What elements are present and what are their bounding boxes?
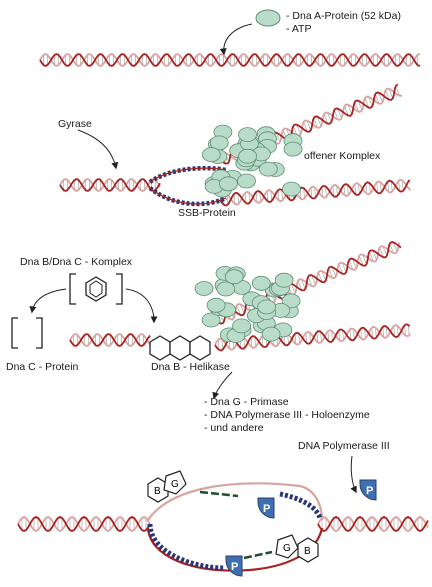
arrow-dnaa-to-dna bbox=[219, 23, 253, 56]
helicase-complex-proteins bbox=[194, 265, 301, 343]
list-item-primase: - Dna G - Primase bbox=[204, 396, 289, 408]
ssb-protein-label: SSB-Protein bbox=[178, 207, 236, 219]
arrow-to-dnac bbox=[29, 288, 67, 314]
svg-text:G: G bbox=[171, 479, 179, 490]
dnac-protein-label: Dna C - Protein bbox=[6, 361, 79, 373]
dna-helix-step4-right bbox=[317, 516, 429, 532]
dna-helix-step1 bbox=[39, 53, 421, 67]
dna-helix-step3-right-upper bbox=[214, 241, 402, 325]
gyrase-label: Gyrase bbox=[58, 118, 92, 130]
svg-text:P: P bbox=[263, 503, 270, 515]
open-complex-proteins bbox=[201, 124, 303, 198]
arrow-gyrase bbox=[77, 129, 119, 170]
dna-helix-step3-left bbox=[69, 333, 151, 347]
dna-helix-step4-left bbox=[17, 516, 151, 532]
svg-text:B: B bbox=[304, 546, 311, 557]
list-item-others: - und andere bbox=[204, 422, 264, 434]
dnab-helicase-icon bbox=[149, 335, 211, 361]
dna-polymerase-iii-label: DNA Polymerase III bbox=[298, 440, 390, 452]
primase-helicase-top: B G P bbox=[147, 470, 275, 519]
dnab-dnac-complex-icon bbox=[69, 273, 123, 305]
dnab-helicase-label: Dna B - Helikase bbox=[151, 361, 230, 373]
arrow-pol3 bbox=[350, 455, 357, 494]
arrow-helicase-list bbox=[212, 371, 233, 400]
svg-text:B: B bbox=[154, 486, 161, 497]
svg-text:P: P bbox=[366, 485, 373, 497]
open-complex-label: offener Komplex bbox=[304, 150, 381, 162]
svg-text:P: P bbox=[231, 561, 238, 573]
list-item-pol3-holoenzyme: - DNA Polymerase III - Holoenzyme bbox=[204, 409, 370, 421]
arrow-to-helicase bbox=[125, 288, 158, 324]
svg-text:G: G bbox=[283, 543, 291, 554]
dnab-dnac-complex-label: Dna B/Dna C - Komplex bbox=[20, 256, 133, 268]
dnaa-protein-label: - Dna A-Protein (52 kDa) bbox=[286, 10, 401, 22]
replication-fork-bubble bbox=[146, 482, 324, 572]
dnaa-protein-icon bbox=[255, 9, 281, 27]
dnac-protein-icon bbox=[11, 317, 43, 349]
pol3-free-icon: P bbox=[359, 479, 377, 501]
replication-bubble-ssb bbox=[148, 165, 227, 207]
dna-helix-step2-left bbox=[59, 178, 161, 192]
primase-helicase-bottom: B G P bbox=[225, 534, 319, 577]
atp-label: - ATP bbox=[286, 23, 312, 35]
